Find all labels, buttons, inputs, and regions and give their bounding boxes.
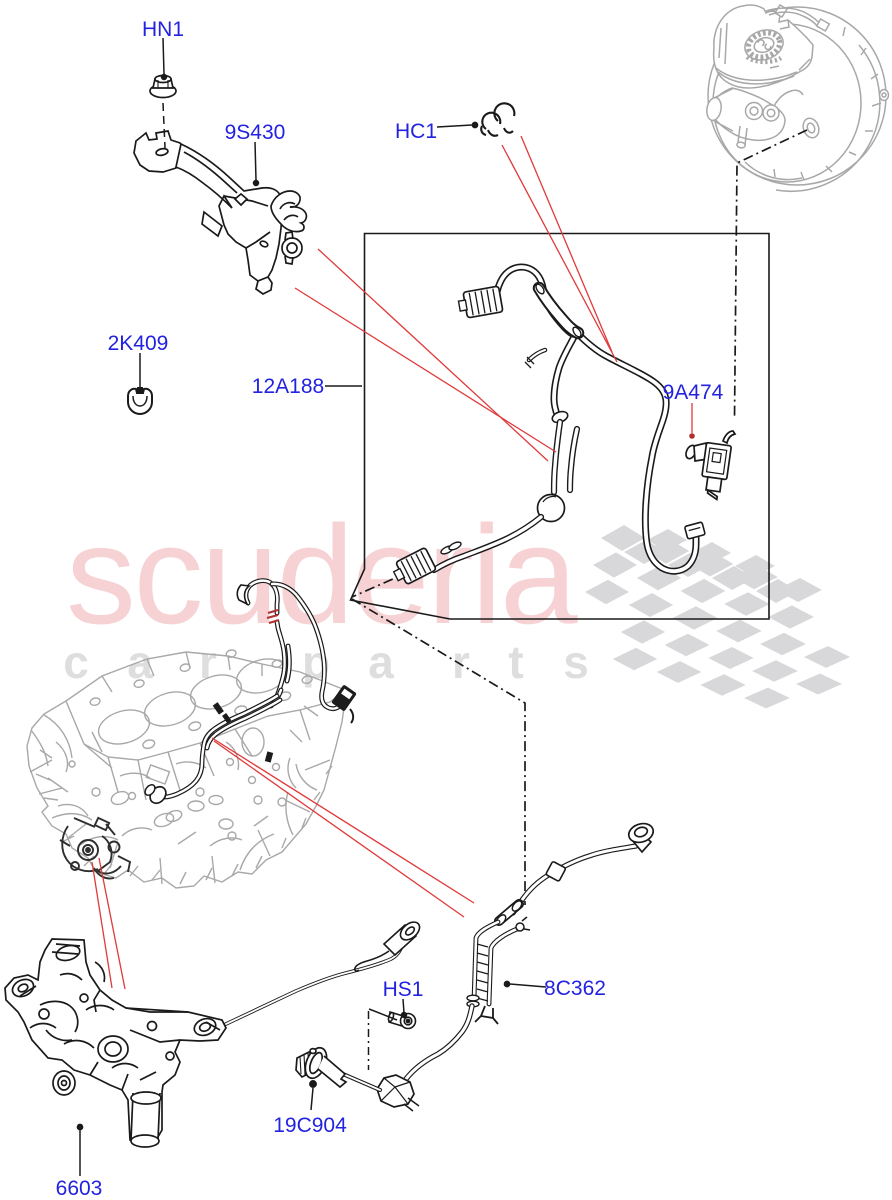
svg-text:9S430: 9S430 xyxy=(225,121,286,144)
svg-text:a: a xyxy=(368,636,394,688)
svg-text:c: c xyxy=(63,636,89,688)
svg-text:HN1: HN1 xyxy=(142,18,184,41)
svg-text:HS1: HS1 xyxy=(383,978,424,1001)
svg-text:9A474: 9A474 xyxy=(663,381,724,404)
svg-text:s: s xyxy=(563,636,589,688)
svg-text:6603: 6603 xyxy=(56,1177,103,1200)
svg-text:8C362: 8C362 xyxy=(544,977,606,1000)
svg-text:19C904: 19C904 xyxy=(273,1114,347,1137)
svg-text:12A188: 12A188 xyxy=(252,375,324,398)
svg-text:r: r xyxy=(199,636,217,688)
svg-text:HC1: HC1 xyxy=(395,120,437,143)
svg-text:2K409: 2K409 xyxy=(108,332,169,355)
svg-text:r: r xyxy=(452,636,470,688)
svg-text:t: t xyxy=(508,636,523,688)
svg-text:scuderia: scuderia xyxy=(66,496,578,653)
